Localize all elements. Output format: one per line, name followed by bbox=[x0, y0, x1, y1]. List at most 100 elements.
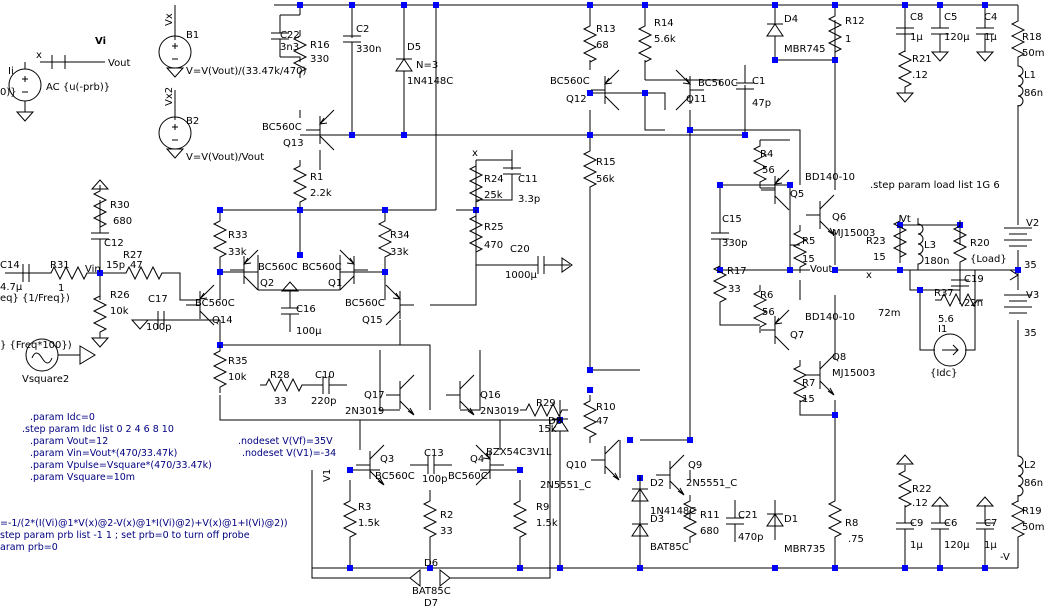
component-label: BC560C bbox=[698, 78, 738, 89]
component-label: Vout bbox=[108, 58, 131, 69]
component-label: } {Freq*100}) bbox=[0, 340, 72, 351]
component-label: B1 bbox=[186, 30, 199, 41]
component-label: R7 bbox=[802, 378, 815, 389]
component-label: 56k bbox=[596, 174, 615, 185]
component-label: .param Vsquare=10m bbox=[30, 472, 135, 483]
resistor-r27 bbox=[119, 266, 169, 280]
component-label: V3 bbox=[1026, 290, 1039, 301]
component-label: C9 bbox=[910, 518, 923, 529]
component-label: R2 bbox=[440, 510, 453, 521]
transistor-q13 bbox=[305, 109, 335, 151]
component-label: V2 bbox=[1026, 218, 1039, 229]
component-label: Vin bbox=[85, 264, 101, 275]
component-label: R12 bbox=[845, 16, 865, 27]
component-label: 35 bbox=[1024, 260, 1037, 271]
component-label: {Idc} bbox=[930, 368, 958, 379]
component-label: I1 bbox=[938, 324, 947, 335]
component-label: 4.7µ bbox=[0, 282, 23, 293]
component-label: eq} {1/Freq}) bbox=[0, 293, 70, 304]
component-label: R13 bbox=[596, 24, 616, 35]
component-label: R22 bbox=[912, 484, 932, 495]
component-label: x bbox=[472, 148, 478, 159]
component-label: 100µ bbox=[296, 326, 322, 337]
component-label: Q12 bbox=[566, 94, 587, 105]
component-label: 2N3019 bbox=[480, 406, 519, 417]
component-label: D4 bbox=[784, 14, 798, 25]
component-label: BD140-10 bbox=[805, 172, 855, 183]
component-label: C1 bbox=[752, 76, 765, 87]
component-label: MJ15003 bbox=[832, 368, 875, 379]
component-label: 1µ bbox=[984, 32, 997, 43]
component-label: 33 bbox=[274, 396, 287, 407]
component-label: C10 bbox=[315, 370, 335, 381]
component-label: {Load} bbox=[970, 254, 1007, 265]
component-label: BD140-10 bbox=[805, 312, 855, 323]
component-label: 1.5k bbox=[536, 518, 558, 529]
capacitor-c12 bbox=[90, 214, 110, 258]
component-label: R24 bbox=[484, 174, 504, 185]
transistor-q8 bbox=[805, 354, 835, 396]
component-label: MJ15003 bbox=[832, 228, 875, 239]
transistor-q6 bbox=[805, 194, 835, 236]
component-label: step param prb list -1 1 ; set prb=0 to … bbox=[0, 530, 250, 541]
component-label: 120µ bbox=[944, 32, 970, 43]
component-label: =-1/(2*(I(Vi)@1*V(x)@2-V(x)@1*I(Vi)@2)+V… bbox=[0, 518, 288, 529]
component-label: 25k bbox=[484, 190, 503, 201]
component-label: L2 bbox=[1024, 460, 1036, 471]
component-label: BC560C bbox=[302, 262, 342, 273]
component-label: 33k bbox=[390, 247, 409, 258]
component-label: C16 bbox=[296, 304, 316, 315]
component-label: MBR735 bbox=[784, 544, 826, 555]
component-label: 1N4148C bbox=[407, 76, 453, 87]
transistor-q9 bbox=[655, 454, 685, 496]
current-source-i1 bbox=[933, 333, 967, 367]
component-label: Vout bbox=[810, 264, 833, 275]
component-label: 330 bbox=[310, 54, 329, 65]
component-label: Ii bbox=[8, 66, 14, 77]
component-label: C20 bbox=[510, 244, 530, 255]
component-label: 1N4148C bbox=[650, 506, 696, 517]
component-label: 1µ bbox=[910, 32, 923, 43]
component-label: 56 bbox=[762, 307, 775, 318]
component-label: D7 bbox=[424, 598, 438, 609]
component-label: Q1 bbox=[328, 278, 342, 289]
transistor-q5 bbox=[760, 169, 790, 211]
inductor-l1 bbox=[1017, 59, 1024, 113]
diode-d4 bbox=[766, 9, 784, 51]
component-label: Vx bbox=[164, 13, 175, 26]
component-label: R14 bbox=[654, 18, 674, 29]
component-label: BC560C bbox=[195, 298, 235, 309]
resistor-r9 bbox=[513, 494, 527, 544]
component-label: 10k bbox=[228, 372, 247, 383]
component-label: C21 bbox=[738, 510, 758, 521]
labels: x Vi Vout Ii AC {u(-prb)} 0)} Vx B1 V=V(… bbox=[0, 12, 1044, 609]
component-label: 47p bbox=[752, 98, 771, 109]
component-label: C22 bbox=[280, 30, 300, 41]
transistor-q1 bbox=[339, 249, 369, 291]
resistor-r10 bbox=[583, 394, 597, 444]
component-label: R30 bbox=[110, 200, 130, 211]
component-label: C7 bbox=[984, 518, 997, 529]
component-label: 470p bbox=[738, 532, 763, 543]
bsource-b2 bbox=[158, 90, 192, 159]
component-label: L3 bbox=[924, 240, 936, 251]
component-label: 35 bbox=[1024, 328, 1037, 339]
component-label: Q10 bbox=[566, 460, 587, 471]
component-label: C8 bbox=[910, 12, 923, 23]
component-label: C15 bbox=[722, 214, 742, 225]
component-label: B2 bbox=[186, 116, 199, 127]
component-label: R23 bbox=[866, 236, 886, 247]
component-label: BC560C bbox=[550, 76, 590, 87]
component-label: D8 bbox=[548, 416, 562, 427]
resistor-r3 bbox=[343, 494, 357, 544]
component-label: 10k bbox=[110, 306, 129, 317]
component-label: .75 bbox=[848, 534, 864, 545]
component-label: Q17 bbox=[364, 390, 385, 401]
component-label: 15k bbox=[538, 424, 557, 435]
component-label: BC560C bbox=[262, 122, 302, 133]
inductor-l3 bbox=[917, 217, 924, 271]
component-label: Q13 bbox=[283, 138, 304, 149]
component-label: R25 bbox=[484, 222, 504, 233]
component-label: .12 bbox=[912, 70, 928, 81]
